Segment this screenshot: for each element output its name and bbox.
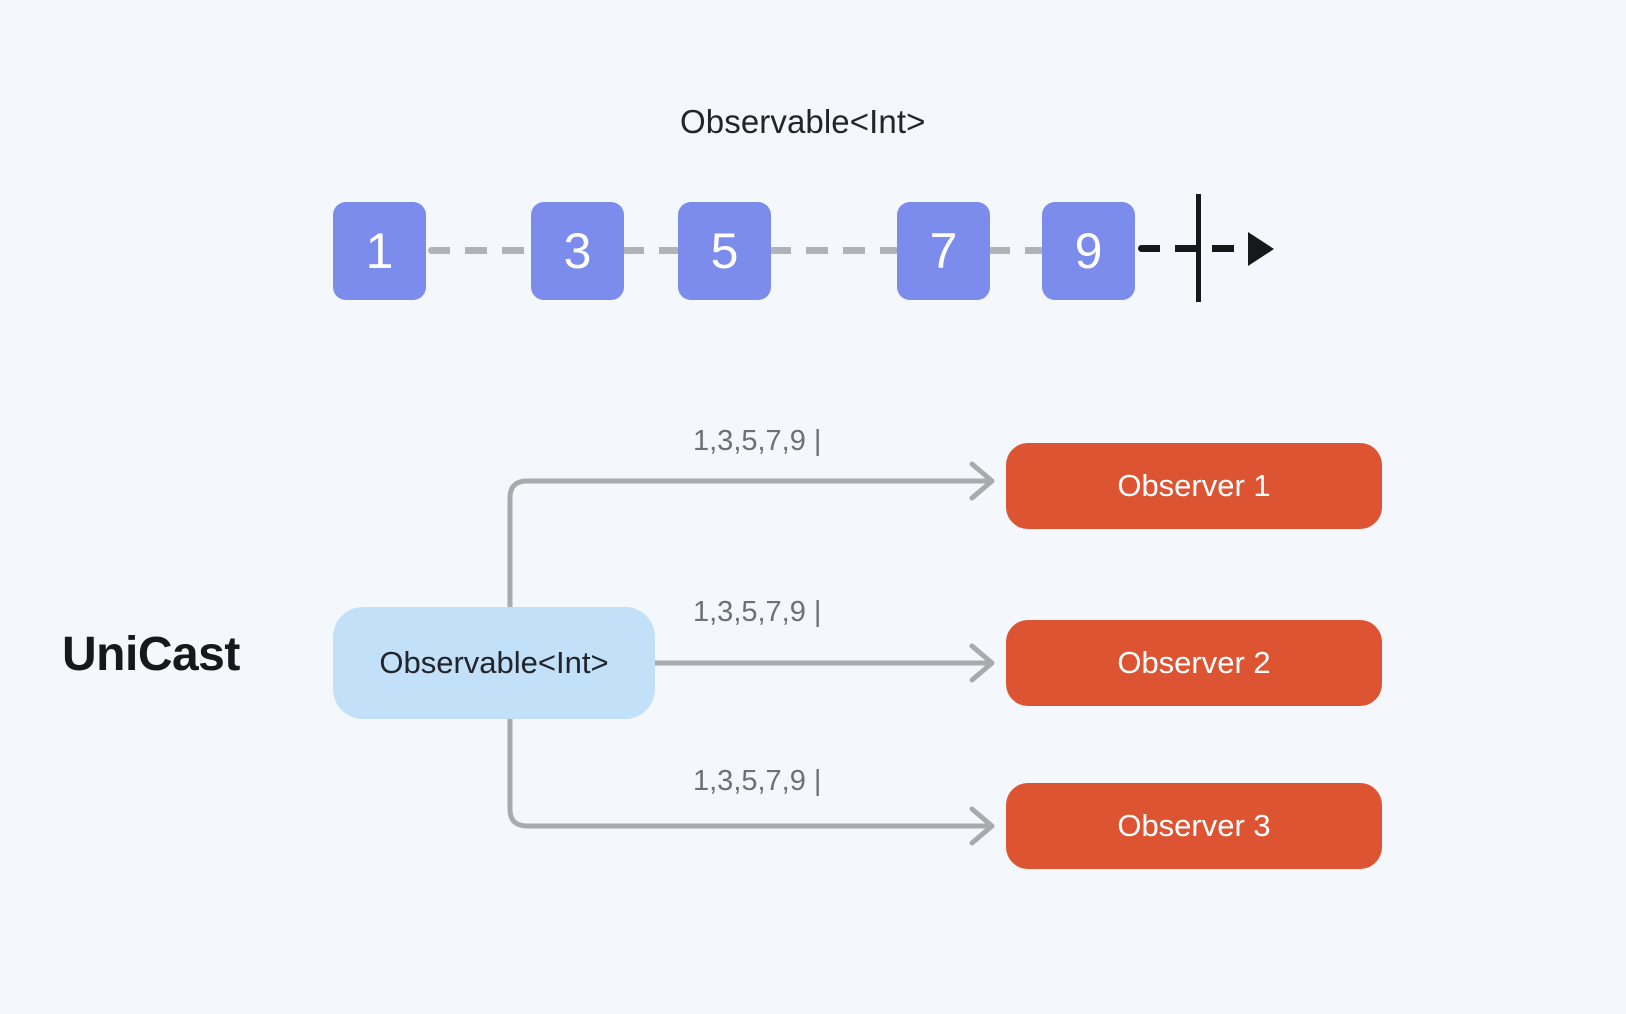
observer-label-3: Observer 3: [1117, 808, 1271, 843]
marble-item-1[interactable]: 1: [333, 202, 426, 300]
marble-diagram-title: Observable<Int>: [680, 103, 926, 140]
marble-dash-segment-1: [428, 247, 533, 254]
arrowhead-observer-3-icon: [969, 806, 995, 846]
marble-dash-segment-4: [988, 247, 1044, 254]
observer-node-3[interactable]: Observer 3: [1006, 783, 1382, 869]
source-observable-node[interactable]: Observable<Int>: [333, 607, 655, 719]
completion-marker-icon: [1196, 194, 1201, 302]
marble-item-4[interactable]: 7: [897, 202, 990, 300]
marble-item-2[interactable]: 3: [531, 202, 624, 300]
timeline-arrow-icon: [1248, 232, 1274, 266]
marble-item-3[interactable]: 5: [678, 202, 771, 300]
observer-node-1[interactable]: Observer 1: [1006, 443, 1382, 529]
edge-label-observer-1: 1,3,5,7,9 |: [693, 425, 822, 457]
observer-label-2: Observer 2: [1117, 645, 1271, 680]
unicast-section-label: UniCast: [62, 628, 240, 681]
edge-label-observer-2: 1,3,5,7,9 |: [693, 596, 822, 628]
connector-path-observer-1: [507, 478, 991, 613]
arrowhead-observer-1-icon: [969, 461, 995, 501]
connector-path-observer-3: [507, 713, 991, 829]
observer-node-2[interactable]: Observer 2: [1006, 620, 1382, 706]
arrowhead-observer-2-icon: [969, 643, 995, 683]
source-observable-label: Observable<Int>: [379, 645, 609, 680]
marble-dash-segment-2: [622, 247, 680, 254]
marble-item-5[interactable]: 9: [1042, 202, 1135, 300]
observer-label-1: Observer 1: [1117, 468, 1271, 503]
marble-dash-segment-3: [769, 247, 899, 254]
edge-label-observer-3: 1,3,5,7,9 |: [693, 765, 822, 797]
